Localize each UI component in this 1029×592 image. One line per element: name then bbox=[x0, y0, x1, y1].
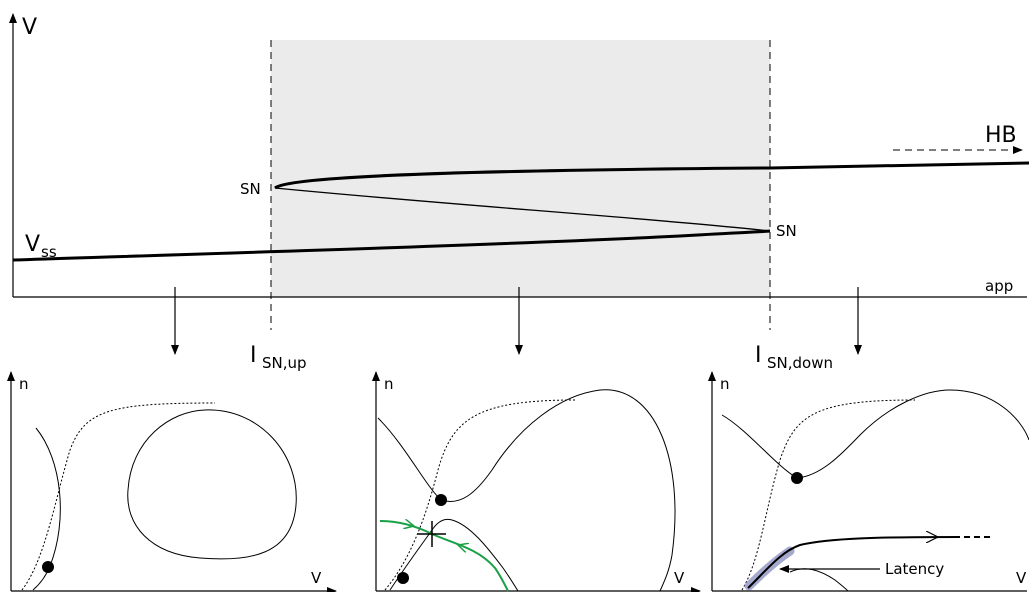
unstable-branch bbox=[274, 187, 771, 232]
left-v-label: V bbox=[311, 569, 322, 587]
i-sn-up-sub: SN,up bbox=[262, 354, 307, 372]
y-axis-label: V bbox=[22, 15, 37, 40]
left-n-label: n bbox=[19, 375, 29, 393]
x-axis-label: app bbox=[985, 277, 1013, 295]
i-sn-up-label: I bbox=[250, 343, 257, 368]
right-v-nullcline bbox=[721, 389, 1029, 479]
right-n-label: n bbox=[720, 375, 730, 393]
upper-branch bbox=[274, 161, 1029, 190]
sn-right-label: SN bbox=[776, 222, 797, 240]
latency-label: Latency bbox=[885, 560, 944, 578]
right-fixed-point bbox=[791, 472, 803, 484]
middle-v-label: V bbox=[674, 569, 685, 587]
rest-label-sub: ss bbox=[41, 243, 57, 261]
right-v-label: V bbox=[1016, 569, 1027, 587]
left-v-nullcline bbox=[32, 427, 61, 591]
right-n-nullcline bbox=[741, 399, 916, 591]
right-v-nullcline-lower bbox=[789, 568, 849, 592]
middle-v-nullcline-lower bbox=[389, 518, 519, 592]
right-trajectory bbox=[747, 536, 961, 589]
left-limit-cycle bbox=[127, 409, 297, 560]
left-fixed-point bbox=[42, 561, 54, 573]
phase-plane-left: n V bbox=[6, 371, 337, 592]
sn-left-label: SN bbox=[240, 180, 261, 198]
middle-n-nullcline bbox=[384, 399, 576, 591]
i-sn-down-label: I bbox=[755, 343, 762, 368]
rest-label: V bbox=[25, 232, 40, 257]
bifurcation-diagram: V app V ss HB SN SN I SN,up I SN,down bbox=[9, 13, 1029, 372]
phase-plane-right: n V Latency bbox=[708, 371, 1029, 592]
middle-n-label: n bbox=[384, 375, 394, 393]
middle-lower-fixed-point bbox=[397, 572, 409, 584]
rest-branch bbox=[12, 229, 771, 262]
middle-upper-fixed-point bbox=[435, 494, 447, 506]
hb-label: HB bbox=[985, 123, 1017, 148]
phase-plane-middle: n V bbox=[372, 371, 701, 592]
left-n-nullcline bbox=[21, 402, 216, 591]
i-sn-down-sub: SN,down bbox=[767, 354, 833, 372]
middle-v-nullcline-upper bbox=[377, 389, 676, 592]
